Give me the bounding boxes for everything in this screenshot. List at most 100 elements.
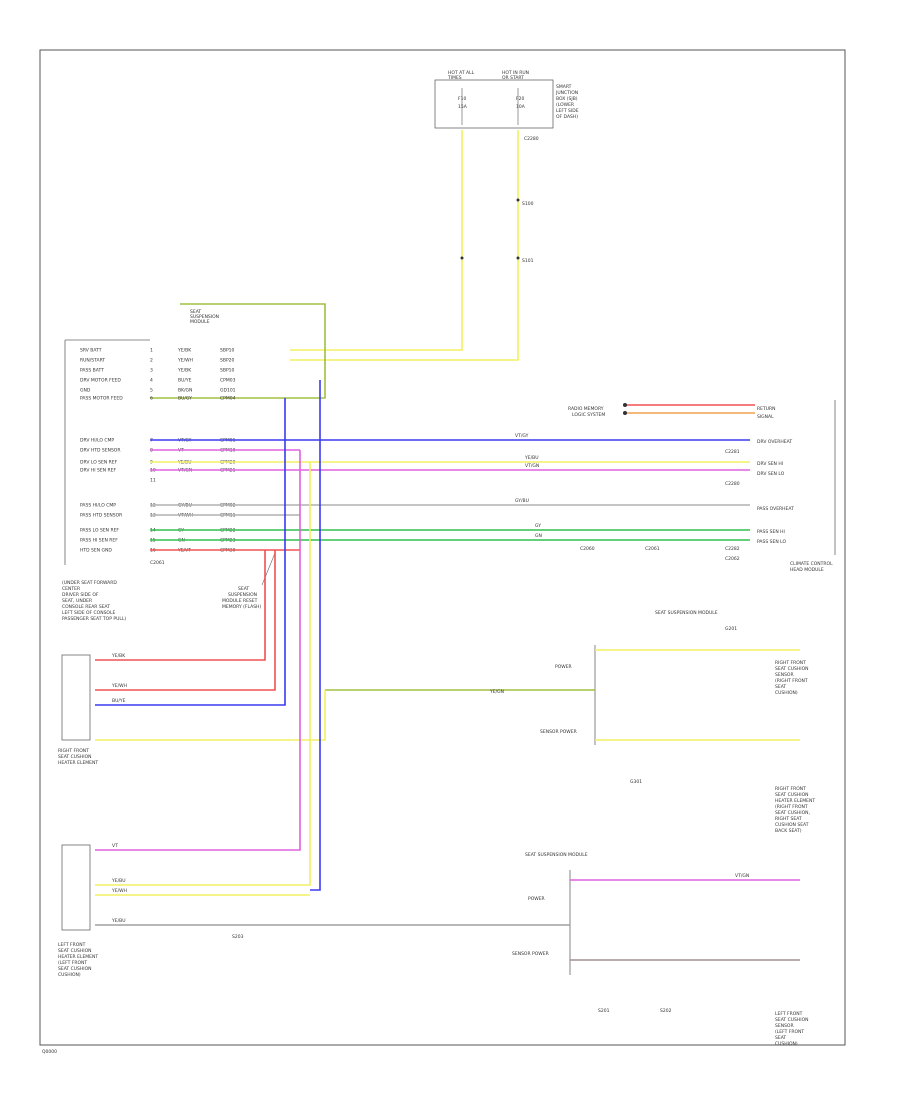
right-sensor-line-3: (RIGHT FRONT <box>775 678 808 684</box>
rf-heater-left-2: HEATER ELEMENT <box>58 760 98 766</box>
side-note: SEAT SUSPENSION MODULE RESET MEMORY (FLA… <box>222 552 276 610</box>
right-sensor-header: SEAT SUSPENSION MODULE <box>655 610 718 616</box>
module-pin-color: BU/YE <box>178 378 192 384</box>
module-note-3: SEAT, UNDER <box>62 598 92 604</box>
module-pin-label: PASS HI SEN REF <box>80 538 118 544</box>
fuse-connector-2: C2280 <box>524 136 539 142</box>
hcm-top-pin-0: RETURN <box>757 406 776 412</box>
module-pin-color: YE/WH <box>177 358 193 364</box>
module-pin-circuit: SBP20 <box>220 358 235 364</box>
fuse-f2b: 10A <box>516 104 526 110</box>
module-pin-number: 5 <box>150 388 153 394</box>
module-pin-label: PASS HI/LO CMP <box>80 503 116 509</box>
module-pin-label: GND <box>80 388 91 394</box>
module-pin-number: 4 <box>150 378 153 384</box>
hcm-wire-color-3: GY/BU <box>515 498 529 504</box>
left-sensor-line-5: CUSHION) <box>775 1041 798 1047</box>
module-pin-color: YE/BK <box>177 348 192 354</box>
lf-heater-wire-2: YE/WH <box>111 888 127 894</box>
lf-heater-line-2: HEATER ELEMENT <box>58 954 98 960</box>
module-connector: C2061 <box>150 560 165 566</box>
module-note-5: LEFT SIDE OF CONSOLE <box>62 610 115 616</box>
right-sensor-line-4: SEAT <box>775 684 786 690</box>
module-pin-color: BK/GN <box>178 388 192 394</box>
rf-heater-block: RIGHT FRONT SEAT CUSHION HEATER ELEMENT … <box>775 786 815 834</box>
misc-label-0: G201 <box>725 626 737 632</box>
module-pin-number: 1 <box>150 348 153 354</box>
lf-heater-line-1: SEAT CUSHION <box>58 948 92 954</box>
side-note-0: SEAT <box>238 586 249 592</box>
fuse-col1-label: HOT AT ALL <box>448 70 475 76</box>
left-sensor-pin-0: POWER <box>528 896 545 902</box>
misc-label-1: G301 <box>630 779 642 785</box>
splice-label-1: S101 <box>522 258 534 264</box>
rf-heater-wire-0: YE/BK <box>111 653 126 659</box>
hcm-top-label-1: LOGIC SYSTEM <box>572 412 605 418</box>
module-pin-label: DRV LO SEN REF <box>80 460 118 466</box>
side-note-2: MODULE RESET <box>222 598 258 604</box>
hcm-right-label-5: PASS SEN LO <box>757 539 786 545</box>
module-pin-label: DRV HTD SENSOR <box>80 448 120 454</box>
misc-label-5: S201 <box>598 1008 610 1014</box>
fuse-name-4: LEFT SIDE <box>556 108 579 114</box>
rf-heater-line-3: (RIGHT FRONT <box>775 804 808 810</box>
module-note-2: DRIVER SIDE OF <box>62 592 99 598</box>
left-sensor-wire: VT/GN <box>735 873 749 879</box>
lf-heater-line-0: LEFT FRONT <box>58 942 86 948</box>
diagram-frame <box>39 49 846 1046</box>
hcm-top-label-0: RADIO MEMORY <box>568 406 604 412</box>
fuse-name-2: BOX (SJB) <box>556 96 578 102</box>
hcm-wire-color-2: VT/GN <box>525 463 539 469</box>
rf-heater-line-1: SEAT CUSHION <box>775 792 809 798</box>
fuse-col1b-label: TIMES <box>447 75 462 81</box>
left-sensor-line-2: SENSOR <box>775 1023 794 1029</box>
module-pin-label: SRV BATT <box>80 348 102 354</box>
right-sensor-pin-1: SENSOR POWER <box>540 729 577 735</box>
misc-label-4: C2062 <box>725 556 740 562</box>
module-pin-number: 2 <box>150 358 153 364</box>
right-sensor-line-0: RIGHT FRONT <box>775 660 806 666</box>
hcm-wire-color-5: GN <box>535 533 542 539</box>
fuse-f2: F20 <box>516 96 524 102</box>
misc-label-6: S202 <box>660 1008 672 1014</box>
hcm-subtitle: HEAD MODULE <box>790 567 824 573</box>
hcm-connector-0: C2281 <box>725 449 740 455</box>
module-note-1: CENTER <box>62 586 80 592</box>
module-title-0: SEAT <box>190 309 201 315</box>
rf-heater-line-7: BACK SEAT) <box>775 828 802 834</box>
lf-heater-line-3: (LEFT FRONT <box>58 960 87 966</box>
module-pin-color: YE/BK <box>177 368 192 374</box>
rf-heater-wire-2: BU/YE <box>112 698 126 704</box>
right-seat-sensor: SEAT SUSPENSION MODULE POWER SENSOR POWE… <box>325 610 809 745</box>
hcm-wire-color-4: GY <box>535 523 541 529</box>
left-seat-sensor: SEAT SUSPENSION MODULE POWER SENSOR POWE… <box>95 852 809 1047</box>
fuse-name-5: OF DASH) <box>556 114 578 120</box>
module-pin-label: PASS HTD SENSOR <box>80 513 122 519</box>
side-note-3: MEMORY (FLASH) <box>222 604 261 610</box>
right-sensor-line-2: SENSOR <box>775 672 794 678</box>
rf-heater-line-5: RIGHT SEAT <box>775 816 802 822</box>
fuse-col2b-label: OR START <box>502 75 524 81</box>
left-sensor-line-0: LEFT FRONT <box>775 1011 803 1017</box>
hcm-right-label-0: DRV OVERHEAT <box>757 439 792 445</box>
module-title-2: MODULE <box>190 319 210 325</box>
rf-heater-line-4: SEAT CUSHION, <box>775 810 810 816</box>
left-sensor-pin-1: SENSOR POWER <box>512 951 549 957</box>
module-pin-number: 11 <box>150 478 156 484</box>
hcm-wire-color-1: YE/BU <box>524 455 539 461</box>
hcm-wires: VT/GY YE/BU VT/GN GY/BU GY GN <box>150 433 750 551</box>
left-sensor-line-4: SEAT <box>775 1035 786 1041</box>
misc-label-3: C2061 <box>645 546 660 552</box>
module-pin-label: PASS LO SEN REF <box>80 528 119 534</box>
module-pin-label: DRV HI SEN REF <box>80 468 116 474</box>
module-pin-color: BU/GY <box>178 396 192 402</box>
fuse-name-0: SMART <box>556 84 572 90</box>
module-pin-label: PASS MOTOR FEED <box>80 396 123 402</box>
module-pin-circuit: GD101 <box>220 388 236 394</box>
module-note-0: (UNDER SEAT FORWARD <box>62 580 117 586</box>
footer-code: Q0000 <box>42 1049 57 1055</box>
module-pin-label: DRV MOTOR FEED <box>80 378 121 384</box>
rf-heater-line-6: CUSHION SEAT <box>775 822 809 828</box>
hcm-connector-1: C2280 <box>725 481 740 487</box>
rf-heater-left-0: RIGHT FRONT <box>58 748 89 754</box>
